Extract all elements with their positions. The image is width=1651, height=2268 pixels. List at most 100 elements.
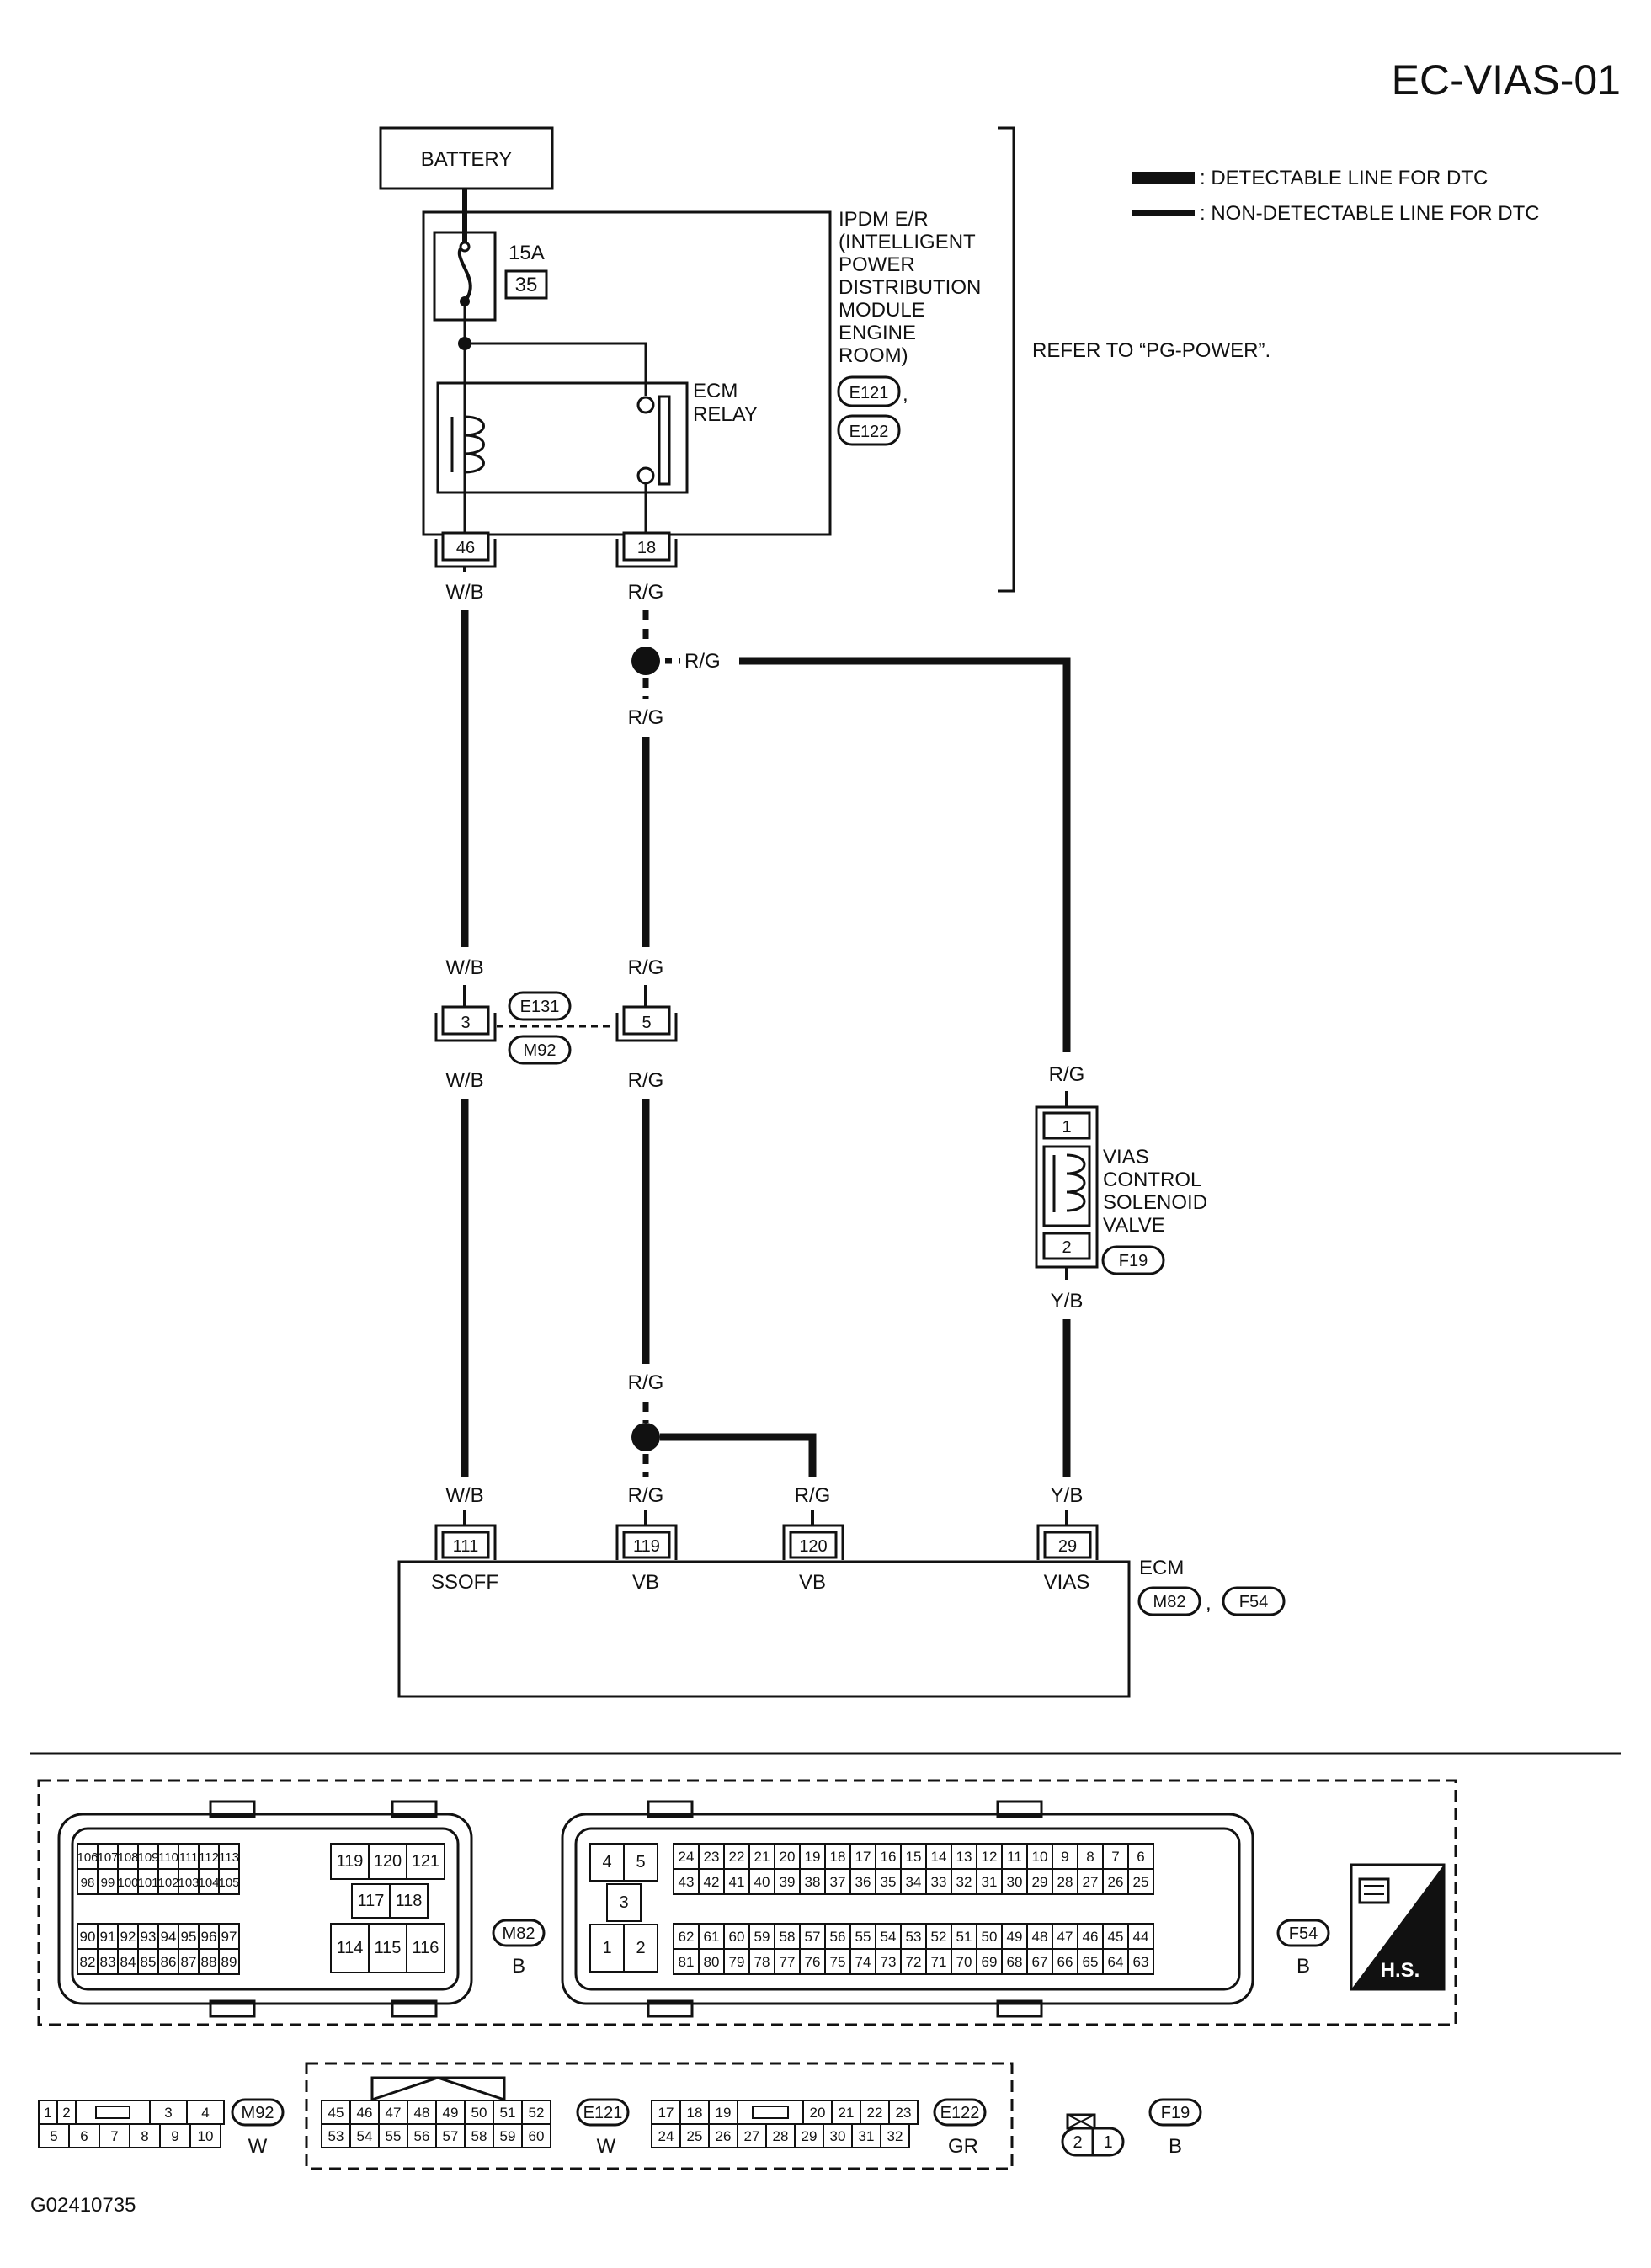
svg-text:59: 59: [754, 1929, 770, 1945]
connector-cavity: 22: [860, 2100, 890, 2125]
connector-cavity: 56: [407, 2123, 437, 2148]
svg-text:26: 26: [716, 2128, 732, 2144]
connector-e122-label: E122: [940, 2104, 980, 2122]
joint-pin-5: 5: [642, 1014, 651, 1032]
connector-cavity: 2: [623, 1924, 658, 1973]
svg-text:MODULE: MODULE: [839, 299, 925, 322]
svg-text:88: 88: [201, 1954, 217, 1970]
wire-rg-to-pin-120: [660, 1433, 817, 1477]
svg-text:18: 18: [637, 539, 656, 557]
svg-text:107: 107: [97, 1850, 118, 1865]
joint-connector-e131: E131: [520, 998, 560, 1016]
svg-text:25: 25: [1133, 1874, 1149, 1890]
svg-text:22: 22: [729, 1849, 745, 1865]
ecm-relay: ECM RELAY: [436, 380, 758, 494]
connector-cavity: 26: [708, 2123, 738, 2148]
connector-cavity: 30: [823, 2123, 853, 2148]
connector-cavity: 54: [875, 1923, 902, 1950]
svg-text:6: 6: [1137, 1849, 1144, 1865]
svg-text:116: 116: [413, 1939, 439, 1957]
connector-cavity: 113: [218, 1843, 240, 1870]
wire-label-wb-2: W/B: [445, 956, 483, 979]
svg-text:23: 23: [896, 2105, 912, 2121]
svg-text:56: 56: [830, 1929, 846, 1945]
connector-cavity: 63: [1127, 1948, 1154, 1975]
connector-cavity: 66: [1052, 1948, 1078, 1975]
ecm-connectors-frame: [37, 1779, 1457, 2026]
connector-cavity: 114: [330, 1923, 370, 1973]
svg-text:40: 40: [754, 1874, 770, 1890]
wire-label-wb-1: W/B: [445, 581, 483, 604]
detectable-line-swatch: [1132, 172, 1195, 184]
connector-cavity: 1: [589, 1924, 625, 1973]
svg-text:121: 121: [412, 1852, 439, 1871]
svg-text:24: 24: [679, 1849, 695, 1865]
connector-cavity: 77: [774, 1948, 801, 1975]
vias-pin-1: 1: [1062, 1118, 1071, 1137]
connector-cavity: 30: [1001, 1868, 1028, 1895]
svg-text:26: 26: [1108, 1874, 1124, 1890]
f19-pin-2: 2: [1073, 2133, 1082, 2152]
connector-cavity: 53: [321, 2123, 351, 2148]
svg-text:19: 19: [805, 1849, 821, 1865]
ecm-terminal-vias: VIAS: [1044, 1571, 1090, 1594]
battery-label: BATTERY: [421, 148, 512, 171]
svg-text:57: 57: [805, 1929, 821, 1945]
connector-cavity: 6: [68, 2123, 100, 2148]
ecm-terminal-ssoff: SSOFF: [431, 1571, 498, 1594]
svg-text:81: 81: [679, 1954, 695, 1970]
svg-text:5: 5: [50, 2128, 57, 2144]
svg-text:4: 4: [201, 2105, 209, 2121]
wire-label-rg-3: R/G: [628, 956, 664, 979]
ecm-pin-119: 119: [615, 1524, 678, 1560]
connector-cavity: 112: [198, 1843, 220, 1870]
svg-text:45: 45: [1108, 1929, 1124, 1945]
connector-cavity: 18: [679, 2100, 710, 2125]
svg-text:85: 85: [141, 1954, 157, 1970]
joint-pin-3: 3: [461, 1014, 470, 1032]
connector-cavity: 1: [38, 2100, 58, 2125]
connector-cavity: 59: [748, 1923, 775, 1950]
svg-text:7: 7: [110, 2128, 118, 2144]
wire-rg-to-vias: [739, 657, 1071, 1052]
ecm-pin-29: 29: [1036, 1524, 1099, 1560]
svg-text:38: 38: [805, 1874, 821, 1890]
connector-cavity: 80: [698, 1948, 725, 1975]
connector-cavity: 45: [321, 2100, 351, 2125]
svg-text:CONTROL: CONTROL: [1103, 1169, 1201, 1191]
svg-text:32: 32: [956, 1874, 972, 1890]
svg-text:35: 35: [881, 1874, 897, 1890]
connector-cavity: 83: [97, 1948, 119, 1975]
svg-text:110: 110: [158, 1850, 178, 1865]
svg-text:15: 15: [906, 1849, 922, 1865]
svg-text:49: 49: [1007, 1929, 1023, 1945]
svg-text:67: 67: [1032, 1954, 1048, 1970]
connector-cavity: 95: [178, 1923, 200, 1950]
svg-text:48: 48: [1032, 1929, 1048, 1945]
svg-text:27: 27: [1083, 1874, 1099, 1890]
svg-text:103: 103: [178, 1876, 199, 1890]
wire-label-wb-3: W/B: [445, 1069, 483, 1092]
svg-text:55: 55: [855, 1929, 871, 1945]
connector-cavity: 8: [129, 2123, 161, 2148]
connector-cavity: 11: [1001, 1843, 1028, 1870]
connector-cavity: 60: [723, 1923, 750, 1950]
svg-text:46: 46: [456, 539, 475, 557]
svg-text:111: 111: [453, 1537, 478, 1556]
connector-cavity: 24: [673, 1843, 700, 1870]
hs-badge-label: H.S.: [1381, 1959, 1420, 1982]
svg-text:75: 75: [830, 1954, 846, 1970]
connector-cavity: 102: [157, 1868, 179, 1895]
connector-cavity: 55: [378, 2123, 408, 2148]
connector-cavity: 16: [875, 1843, 902, 1870]
refer-note: REFER TO “PG-POWER”.: [1032, 339, 1270, 362]
fuse: 15A 35: [433, 231, 548, 322]
connector-cavity: 94: [157, 1923, 179, 1950]
svg-text:5: 5: [636, 1853, 645, 1871]
connector-cavity: 53: [900, 1923, 927, 1950]
connector-cavity: 105: [218, 1868, 240, 1895]
svg-text:117: 117: [358, 1892, 385, 1910]
svg-text:100: 100: [117, 1876, 138, 1890]
svg-text:43: 43: [679, 1874, 695, 1890]
